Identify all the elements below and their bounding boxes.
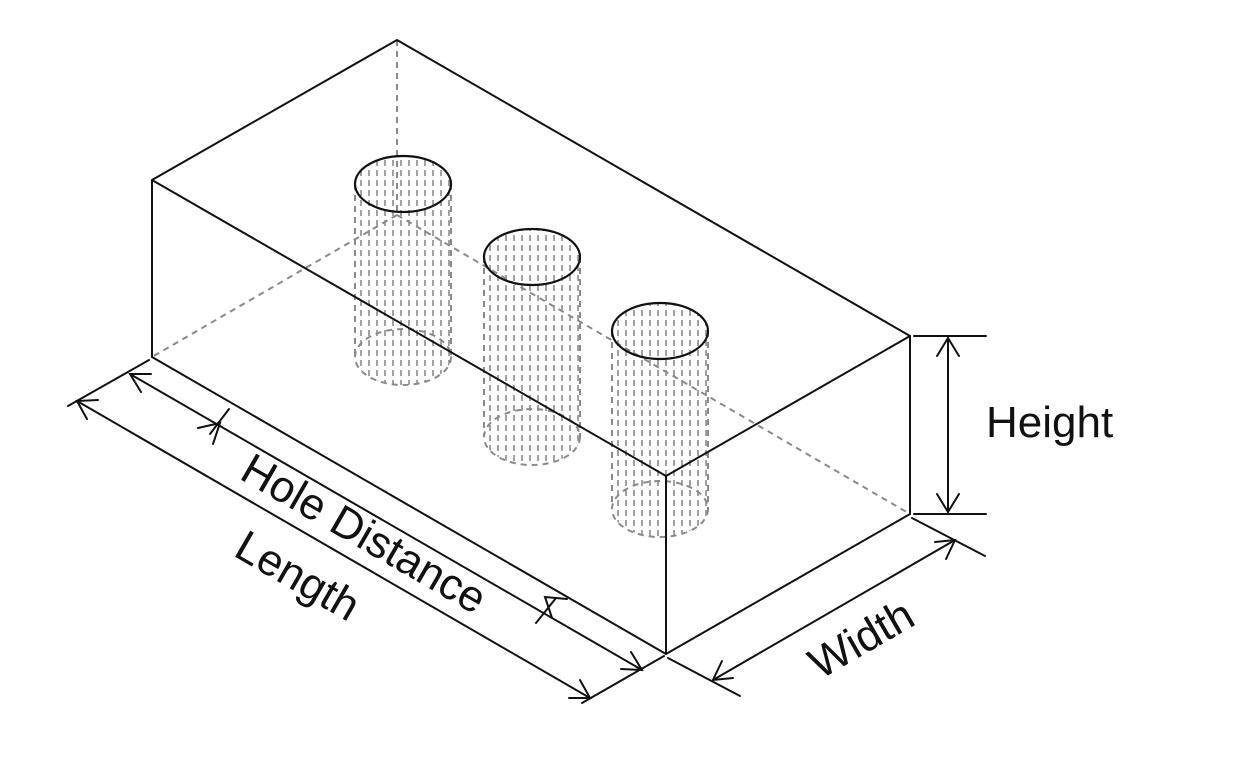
block-outline	[151, 39, 911, 655]
height-label: Height	[986, 398, 1113, 447]
width-label: Width	[801, 590, 923, 689]
hole-2	[482, 227, 582, 466]
hidden-edges	[151, 40, 911, 515]
width-dimension: Width	[667, 517, 986, 697]
hole-3	[610, 301, 710, 538]
hole-1	[353, 154, 453, 386]
height-dimension: Height	[913, 335, 1113, 515]
